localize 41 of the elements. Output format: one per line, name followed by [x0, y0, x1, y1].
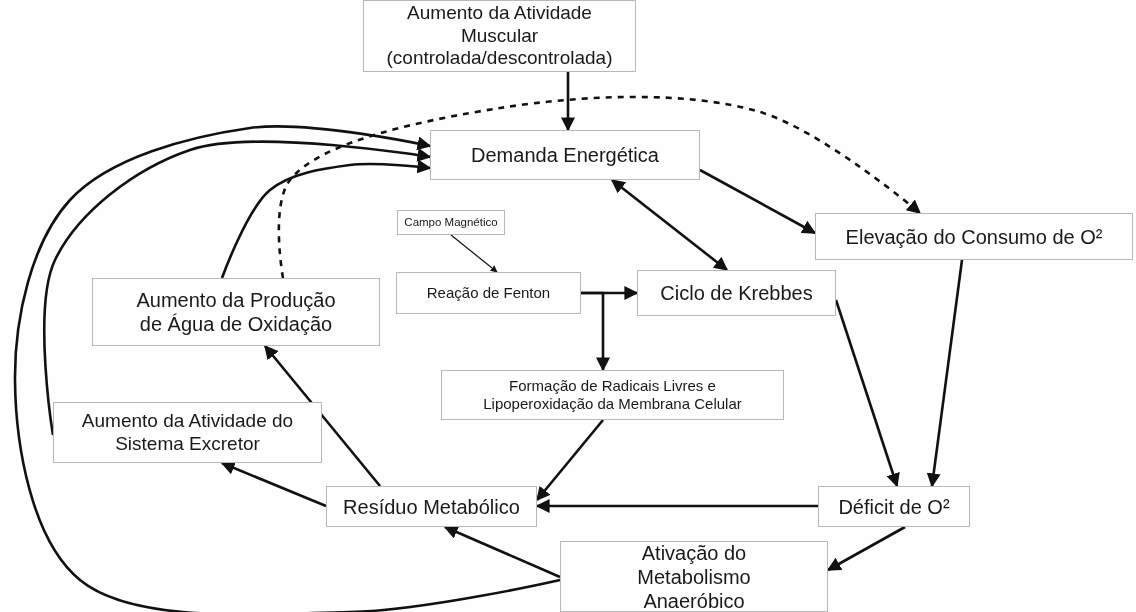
arrow [450, 234, 498, 273]
process-box [818, 486, 970, 527]
process-box [326, 486, 537, 527]
box-text: Aumento da Produção de Água de Oxidação [135, 288, 337, 336]
arrow [610, 178, 729, 272]
arrow [220, 461, 327, 508]
box-text: Elevação do Consumo de O² [845, 224, 1103, 249]
box-text: Resíduo Metabólico [343, 494, 520, 519]
box-text: Aumento da Atividade Muscular (controlada/descontrolada) [385, 1, 614, 71]
box-text: Reação de Fenton [426, 284, 551, 302]
process-box [441, 370, 784, 420]
arrow [220, 159, 432, 279]
process-box [637, 270, 836, 316]
dashed-arrow [277, 95, 922, 279]
arrow [561, 72, 575, 132]
box-text: Campo Magnético [404, 215, 498, 230]
box-text: Ativação do Metabolismo Anaeróbico [636, 540, 752, 612]
arrow [826, 525, 906, 572]
arrow [699, 168, 817, 235]
arrow [834, 299, 900, 488]
arrow [443, 525, 561, 579]
process-box [396, 272, 581, 314]
process-box [53, 402, 322, 463]
process-box [92, 278, 380, 346]
process-box [815, 213, 1133, 260]
arrow [264, 344, 381, 487]
arrow [43, 140, 432, 436]
box-text: Formação de Radicais Livres e Lipoperoxidação da Membrana Celular [482, 377, 743, 413]
arrow [535, 499, 818, 513]
arrow [536, 419, 604, 502]
process-box [363, 0, 636, 72]
process-box [397, 210, 505, 235]
box-text: Demanda Energética [471, 143, 659, 167]
process-box [560, 541, 828, 612]
box-text: Déficit de O² [838, 494, 950, 519]
arrow [581, 291, 610, 372]
box-text: Ciclo de Krebbes [660, 281, 813, 305]
process-box [430, 130, 700, 180]
arrow [13, 125, 561, 612]
arrow [926, 259, 964, 488]
box-text: Aumento da Atividade do Sistema Excretor [80, 409, 295, 456]
